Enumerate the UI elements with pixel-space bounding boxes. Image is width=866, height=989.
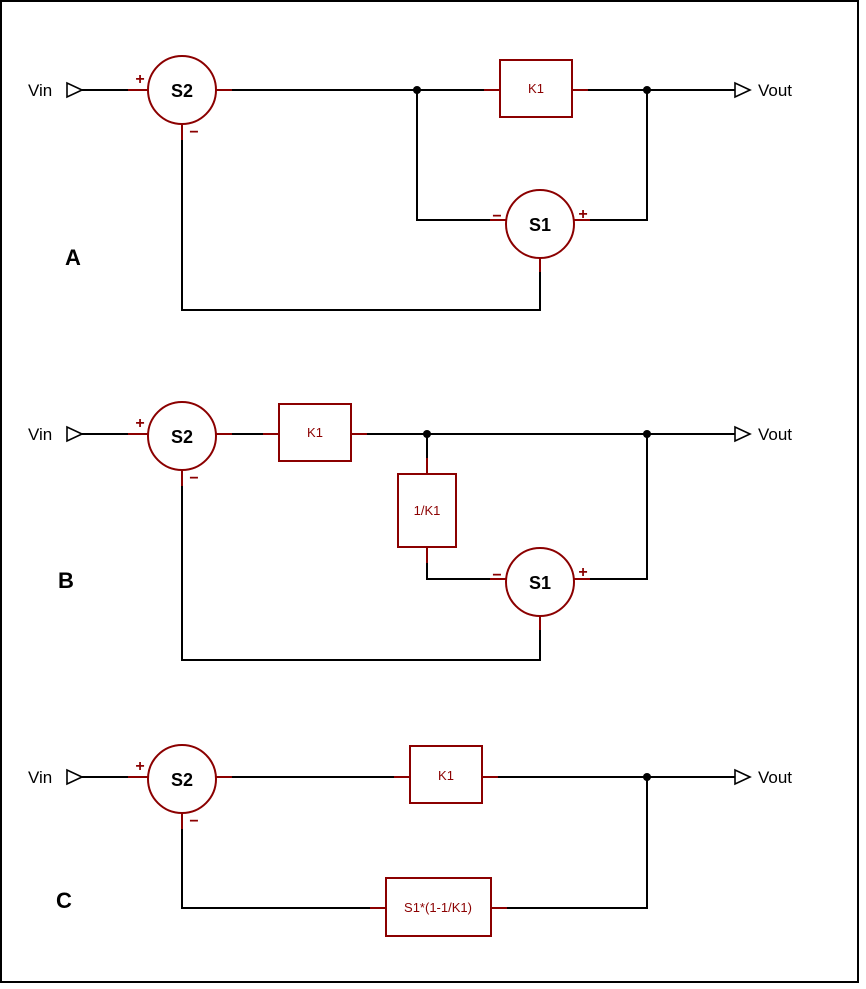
s1-b-plus-sign: + <box>578 564 587 581</box>
input-label-c: Vin <box>28 768 52 787</box>
s2-c-plus-sign: + <box>135 758 144 775</box>
output-label-b: Vout <box>758 425 792 444</box>
input-port-a <box>66 81 84 99</box>
gain-block-inverse-k1-b <box>397 473 457 548</box>
gain-block-k1-c-label: K1 <box>438 768 454 783</box>
s1-a-plus-sign: + <box>578 206 587 223</box>
gain-block-inverse-k1-b-label: 1/K1 <box>414 503 441 518</box>
output-label-c: Vout <box>758 768 792 787</box>
output-port-a <box>734 81 752 99</box>
panel-label-b: B <box>58 568 74 593</box>
gain-block-feedback-c <box>385 877 492 937</box>
wire-a-feedback <box>181 140 541 311</box>
wire-a-s1-minus <box>416 90 490 221</box>
diagram-c: Vin S2 + − K1 Vout S1*(1-1/K1) C <box>28 744 792 937</box>
s1-b-minus-sign: − <box>492 567 501 584</box>
sum-junction-s1-a-label: S1 <box>529 215 551 235</box>
s2-a-minus-sign: − <box>189 124 198 141</box>
panel-label-a: A <box>65 245 81 270</box>
input-label-b: Vin <box>28 425 52 444</box>
wire-b-s1-plus <box>590 434 648 580</box>
wire-c-feedback-left <box>181 829 370 909</box>
gain-block-k1-c <box>409 745 483 804</box>
sum-junction-s2-c-label: S2 <box>171 770 193 790</box>
input-port-b <box>66 425 84 443</box>
wire-b-feedback <box>181 486 541 661</box>
diagram-a: Vin S2 + − K1 Vout S1 − + A <box>28 55 792 311</box>
diagram-b: Vin S2 + − K1 Vout 1/K1 S1 − + B <box>28 401 792 661</box>
gain-block-k1-a-label: K1 <box>528 81 544 96</box>
output-port-c <box>734 768 752 786</box>
output-label-a: Vout <box>758 81 792 100</box>
wire-b-s1-minus <box>426 563 490 580</box>
gain-block-feedback-c-label: S1*(1-1/K1) <box>404 900 472 915</box>
s1-a-minus-sign: − <box>492 208 501 225</box>
wire-a-s1-plus <box>590 90 648 221</box>
s2-b-minus-sign: − <box>189 470 198 487</box>
gain-block-k1-b <box>278 403 352 462</box>
sum-junction-s2-a-label: S2 <box>171 81 193 101</box>
s2-c-minus-sign: − <box>189 813 198 830</box>
sum-junction-s2-b-label: S2 <box>171 427 193 447</box>
gain-block-k1-a <box>499 59 573 118</box>
panel-label-c: C <box>56 888 72 913</box>
gain-block-k1-b-label: K1 <box>307 425 323 440</box>
wire-c-feedback-right <box>507 777 648 909</box>
output-port-b <box>734 425 752 443</box>
input-label-a: Vin <box>28 81 52 100</box>
input-port-c <box>66 768 84 786</box>
s2-a-plus-sign: + <box>135 71 144 88</box>
s2-b-plus-sign: + <box>135 415 144 432</box>
sum-junction-s1-b-label: S1 <box>529 573 551 593</box>
